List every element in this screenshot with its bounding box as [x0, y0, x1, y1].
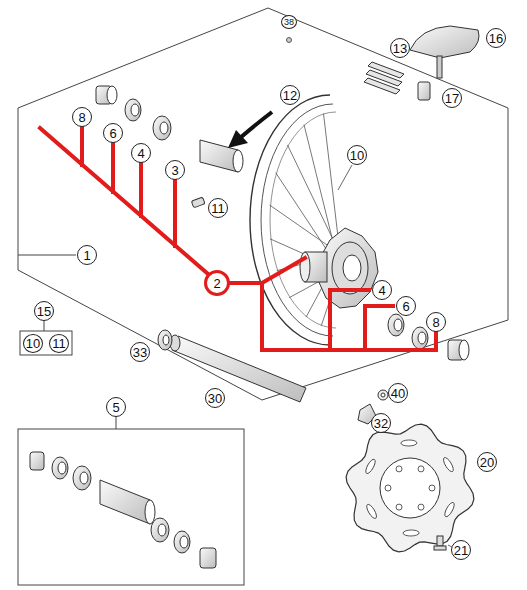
balance-weights	[364, 62, 404, 94]
callout-number: 2	[204, 270, 230, 296]
axle	[158, 330, 388, 424]
callout-number: 13	[390, 38, 410, 58]
callout-number: 16	[486, 28, 506, 48]
assembly-box	[18, 8, 508, 400]
callout-number: 21	[451, 540, 471, 560]
callout-number: 8	[426, 312, 446, 332]
brake-disc	[346, 424, 474, 552]
callout-number: 11	[208, 198, 228, 218]
callout-number: 32	[371, 413, 391, 433]
kit-box	[18, 429, 244, 585]
bearing-parts	[96, 86, 243, 172]
callout-number: 1	[77, 245, 97, 265]
callout-number: 5	[106, 397, 126, 417]
callout-number: 15	[34, 301, 54, 321]
valve	[191, 197, 205, 208]
callout-number: 12	[280, 85, 300, 105]
callout-number: 38	[281, 15, 297, 29]
group-bracket	[40, 128, 436, 350]
hub	[300, 228, 378, 308]
callout-number: 10	[23, 334, 43, 353]
callout-number: 33	[130, 342, 150, 362]
callout-number: 40	[388, 383, 408, 403]
callout-number: 4	[372, 280, 392, 300]
callout-number: 10	[347, 145, 367, 165]
callout-number: 6	[396, 296, 416, 316]
bearing-kit	[30, 452, 216, 568]
spoke	[324, 114, 341, 254]
callout-number: 20	[477, 452, 497, 472]
direction-arrow	[228, 130, 248, 148]
callout-number: 30	[205, 388, 225, 408]
kit-box	[20, 331, 72, 355]
callout-number: 11	[49, 334, 69, 353]
callout-number: 17	[442, 88, 462, 108]
callout-number: 8	[72, 107, 92, 127]
spoke	[288, 145, 341, 254]
rim-lock	[410, 26, 479, 100]
callout-number: 3	[165, 160, 185, 180]
callout-number: 4	[131, 143, 151, 163]
bolt	[434, 536, 446, 550]
callout-number: 6	[103, 123, 123, 143]
